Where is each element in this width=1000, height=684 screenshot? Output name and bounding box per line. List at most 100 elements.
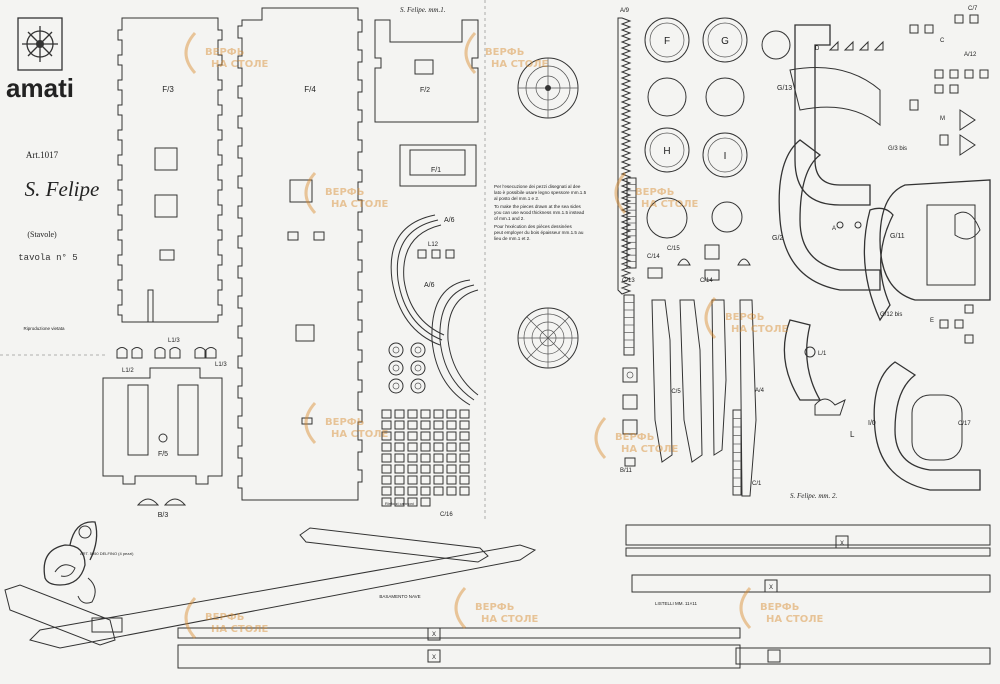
small-square: [433, 442, 444, 452]
instruction-line: of mm.1 and 2.: [494, 216, 525, 221]
brand-name: amati: [6, 73, 74, 103]
dolphin-ornament: ART. 5050 DELFINO (4 pezzi): [43, 521, 134, 604]
instruction-line: al posto del mm.1 e 2.: [494, 196, 539, 201]
instruction-line: lieu de mm.1 et 2.: [494, 236, 531, 241]
small-square: [446, 442, 457, 452]
part-c16-grid: [381, 409, 470, 507]
watermark-text: ВЕРФЬ: [615, 432, 654, 443]
small-square: [433, 453, 444, 463]
label-b3: B/3: [158, 512, 169, 519]
small-square: [459, 486, 470, 496]
small-square: [407, 497, 418, 507]
small-square: [420, 464, 431, 474]
label-f5: F/5: [158, 451, 168, 458]
watermark-text: ВЕРФЬ: [760, 602, 799, 613]
small-square: [420, 453, 431, 463]
label-m: M: [940, 116, 945, 122]
small-square: [420, 409, 431, 419]
small-square: [446, 409, 457, 419]
label-l3: L1/3: [215, 362, 227, 368]
watermark-logo: [454, 586, 467, 630]
small-square: [446, 453, 457, 463]
small-square: [420, 497, 431, 507]
small-square: [433, 409, 444, 419]
watermark-text: ВЕРФЬ: [325, 187, 364, 198]
small-square: [407, 486, 418, 496]
instruction-line: lato è possibile usare legno spessore mm…: [494, 190, 587, 195]
watermark-text: НА СТОЛЕ: [731, 324, 789, 335]
label-g10: I/0: [868, 420, 876, 427]
small-note: Riproduzione vietata: [23, 326, 65, 331]
label-f1: F/1: [431, 167, 441, 174]
watermark-text: ВЕРФЬ: [205, 612, 244, 623]
watermark-text: ВЕРФЬ: [485, 47, 524, 58]
small-square: [407, 453, 418, 463]
amati-logo: amati: [6, 17, 74, 103]
label-d: D: [815, 46, 820, 52]
watermark-logo: [704, 296, 717, 340]
part-c14-c15: C/14 C/15 C/14 C/13: [622, 244, 751, 284]
watermark-text: ВЕРФЬ: [725, 312, 764, 323]
watermark-text: НА СТОЛЕ: [766, 614, 824, 625]
label-x: X: [432, 632, 436, 638]
instruction-line: peut employer du bois épaisseur mm.1.5 a…: [494, 230, 584, 235]
small-square: [381, 475, 392, 485]
part-a9-strip: A/9: [617, 8, 632, 295]
watermark-text: НА СТОЛЕ: [211, 59, 269, 70]
label-e: E: [930, 318, 934, 324]
label-a: A: [832, 226, 836, 232]
watermark-text: НА СТОЛЕ: [491, 59, 549, 70]
label-x: X: [769, 585, 773, 591]
label-c14: C/14: [647, 254, 660, 260]
small-square: [459, 420, 470, 430]
label-l1: L1/3: [168, 338, 180, 344]
small-square: [407, 409, 418, 419]
label-l12: L12: [428, 242, 439, 248]
part-c5-strips: C/5 A/4 C/1: [651, 299, 765, 497]
label-c7: C/7: [968, 6, 978, 12]
small-square: [394, 497, 405, 507]
small-square: [420, 475, 431, 485]
label-c5: C/5: [671, 389, 681, 395]
small-square: [381, 431, 392, 441]
small-square: [381, 420, 392, 430]
watermark-text: НА СТОЛЕ: [621, 444, 679, 455]
label-c1: C/1: [752, 481, 762, 487]
base-label: BASAMENTO NAVE: [379, 594, 420, 599]
watermark-text: ВЕРФЬ: [475, 602, 514, 613]
small-square: [381, 409, 392, 419]
small-square: [446, 420, 457, 430]
compass-rose-bottom: [517, 307, 579, 369]
watermark-logo: [184, 31, 197, 75]
small-square: [394, 453, 405, 463]
label-a6: A/6: [444, 217, 455, 224]
part-f1: F/1: [399, 144, 477, 187]
dolphin-label: ART. 5050 DELFINO (4 pezzi): [80, 551, 134, 556]
instruction-line: you can use wood thickness mm.1.5 instea…: [494, 210, 585, 215]
small-square: [459, 431, 470, 441]
small-square: [420, 420, 431, 430]
watermark-text: ВЕРФЬ: [205, 47, 244, 58]
small-square: [394, 464, 405, 474]
label-f: F: [664, 36, 670, 47]
small-square: [433, 475, 444, 485]
small-square: [446, 464, 457, 474]
watermark-text: НА СТОЛЕ: [331, 199, 389, 210]
small-square: [433, 486, 444, 496]
small-square: [407, 431, 418, 441]
label-x: X: [432, 655, 436, 661]
small-square: [446, 431, 457, 441]
scale-label-1: S. Felipe. mm.1.: [400, 6, 446, 14]
part-l1-row: L1/3 L1/2 L1/3: [116, 338, 227, 374]
small-square: [394, 475, 405, 485]
small-square: [459, 442, 470, 452]
small-square: [394, 442, 405, 452]
part-g-frames: G/13 G/3 bis G/2 G/11 L/1 G/12 bis I/0 C…: [772, 24, 991, 491]
watermark-text: ВЕРФЬ: [325, 417, 364, 428]
bottom-strips-right: X X LISTELLI MM. 11×11: [625, 524, 991, 665]
label-a6: A/6: [424, 282, 435, 289]
part-f3: F/3: [117, 17, 223, 323]
label-c17: C/17: [958, 421, 971, 427]
label-x: X: [840, 541, 844, 547]
